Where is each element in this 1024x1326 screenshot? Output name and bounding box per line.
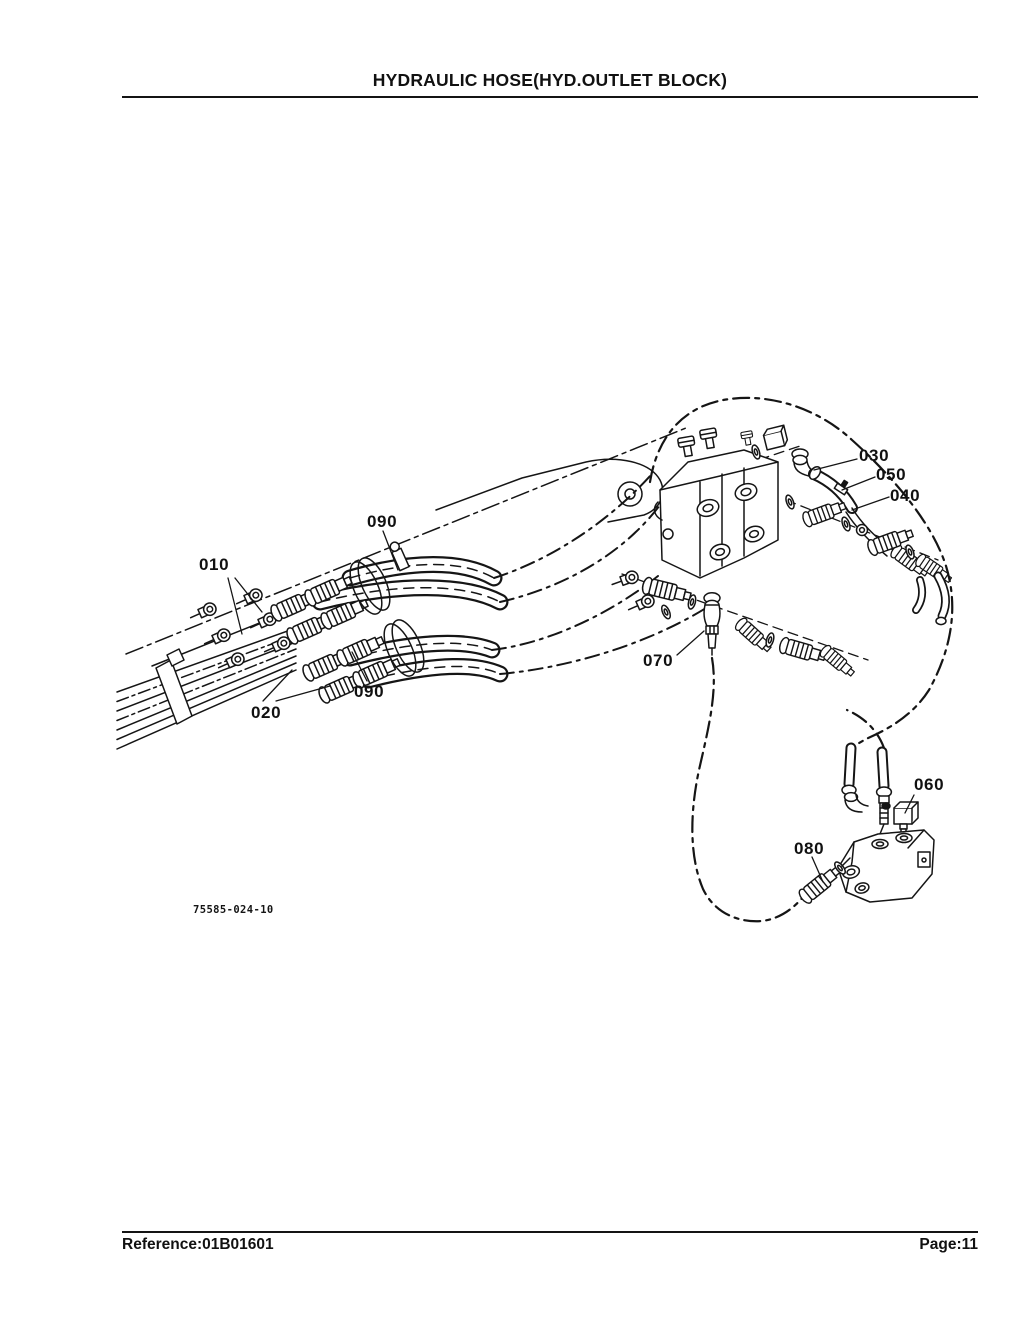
reference-label: Reference:01B01601 xyxy=(122,1236,274,1253)
page-title: HYDRAULIC HOSE(HYD.OUTLET BLOCK) xyxy=(372,70,728,90)
page-footer: Reference:01B01601 Page:11 xyxy=(122,1231,978,1254)
outlet-valve-block xyxy=(653,427,779,579)
callout-080: 080 xyxy=(794,839,825,858)
fitting-row-lower xyxy=(609,568,858,680)
tube-bundle xyxy=(116,627,297,750)
callout-090-top: 090 xyxy=(367,512,398,531)
clamp-050 xyxy=(833,479,849,496)
fitting-row-upper xyxy=(783,493,955,626)
callout-060: 060 xyxy=(914,775,945,794)
callout-leaders xyxy=(227,458,915,883)
callout-070: 070 xyxy=(643,651,674,670)
callout-020: 020 xyxy=(251,703,282,722)
fitting-080 xyxy=(796,857,851,906)
hose-040 xyxy=(808,465,932,581)
relief-valve-body xyxy=(837,829,935,903)
callout-040: 040 xyxy=(890,486,921,505)
drawing-number: 75585-024-10 xyxy=(193,904,274,916)
callout-030: 030 xyxy=(859,446,890,465)
hoses-090 xyxy=(311,556,509,689)
callout-090-bottom: 090 xyxy=(354,682,385,701)
page-header: HYDRAULIC HOSE(HYD.OUTLET BLOCK) xyxy=(122,70,978,98)
fitting-070 xyxy=(703,592,721,656)
frame-member xyxy=(125,427,687,667)
callout-050: 050 xyxy=(876,465,907,484)
page-number-label: Page:11 xyxy=(919,1236,978,1253)
callout-010: 010 xyxy=(199,555,230,574)
routing-loops xyxy=(648,396,954,923)
bottom-hoses xyxy=(841,742,893,845)
couplers-020 xyxy=(268,541,425,706)
